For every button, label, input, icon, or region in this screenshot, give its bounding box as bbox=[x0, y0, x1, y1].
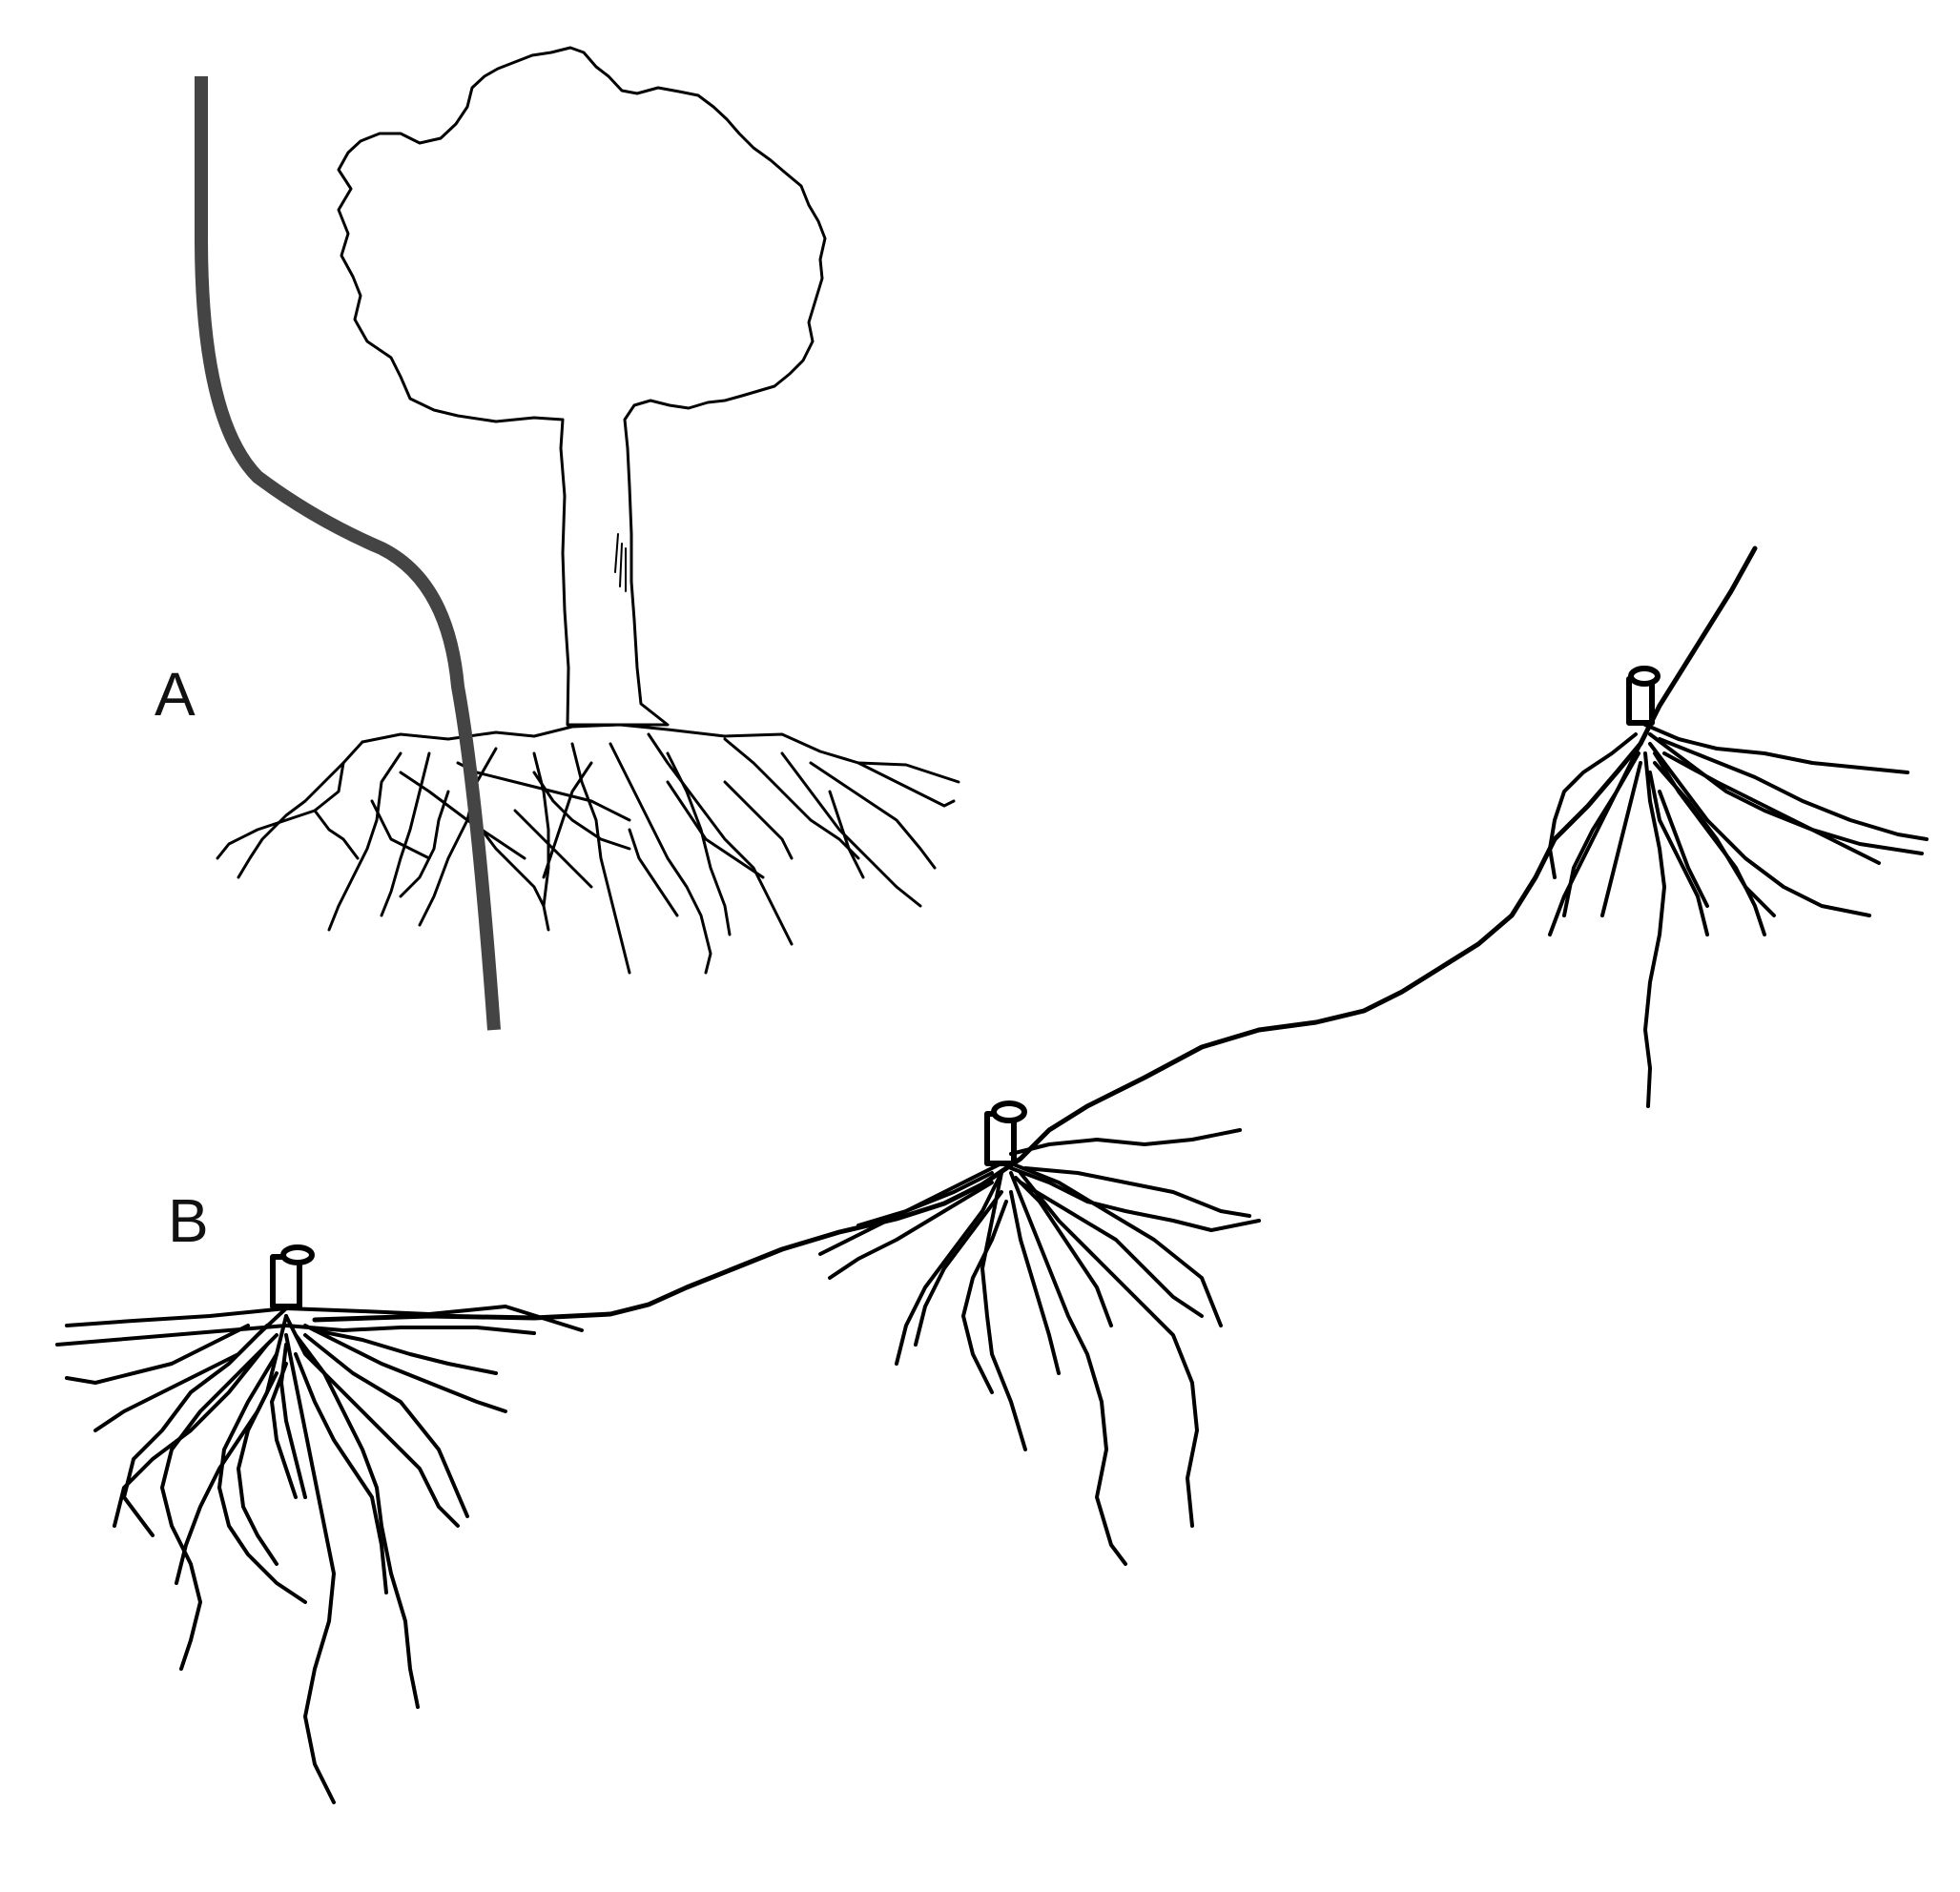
tree-root-system bbox=[216, 723, 960, 975]
panel-a-label: A bbox=[155, 660, 196, 729]
stump-1-top bbox=[280, 1244, 315, 1265]
panel-b: B bbox=[55, 545, 1929, 1804]
tree-silhouette bbox=[337, 46, 827, 727]
stump-3-top bbox=[1628, 666, 1661, 687]
stump-3-root-system bbox=[1548, 723, 1929, 1108]
stump-3 bbox=[1626, 666, 1661, 726]
stump-2-top bbox=[991, 1100, 1027, 1123]
stump-1 bbox=[270, 1244, 315, 1309]
panel-b-label: B bbox=[168, 1186, 209, 1255]
stump-1-root-system bbox=[55, 1305, 584, 1804]
stump-2-root-system bbox=[818, 1128, 1261, 1566]
connecting-root bbox=[312, 545, 1758, 1323]
stump-2 bbox=[984, 1100, 1027, 1166]
panel-a: A bbox=[155, 46, 960, 1031]
s-curve-line bbox=[195, 76, 501, 1031]
bark-texture bbox=[614, 533, 627, 592]
